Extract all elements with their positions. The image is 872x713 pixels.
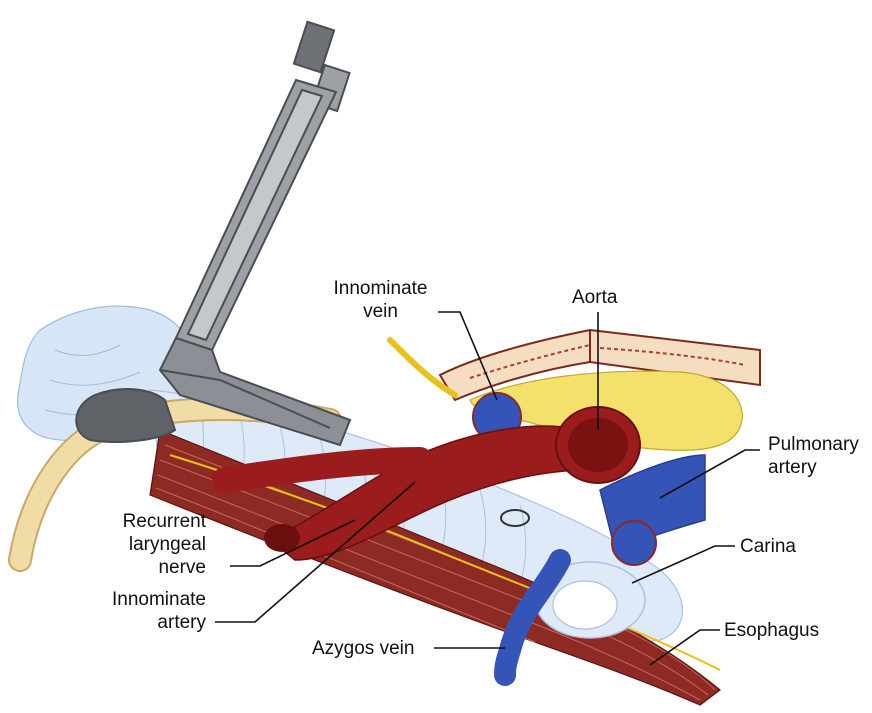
recurrent-line-2: laryngeal xyxy=(96,533,206,556)
innominate-artery-line-1: Innominate xyxy=(80,588,206,611)
label-aorta: Aorta xyxy=(572,286,617,309)
label-azygos-vein: Azygos vein xyxy=(312,637,414,660)
label-recurrent-laryngeal-nerve: Recurrent laryngeal nerve xyxy=(96,510,206,579)
label-innominate-vein: Innominate vein xyxy=(318,277,443,323)
innominate-vein-line-2: vein xyxy=(318,300,443,323)
label-innominate-artery: Innominate artery xyxy=(80,588,206,634)
innominate-artery-line-2: artery xyxy=(80,611,206,634)
pulmonary-artery-line-2: artery xyxy=(768,456,859,479)
label-esophagus: Esophagus xyxy=(724,619,819,642)
label-carina: Carina xyxy=(740,535,796,558)
label-pulmonary-artery: Pulmonary artery xyxy=(768,433,859,479)
pulmonary-artery-line-1: Pulmonary xyxy=(768,433,859,456)
innominate-vein-line-1: Innominate xyxy=(318,277,443,300)
recurrent-line-1: Recurrent xyxy=(96,510,206,533)
recurrent-line-3: nerve xyxy=(96,556,206,579)
